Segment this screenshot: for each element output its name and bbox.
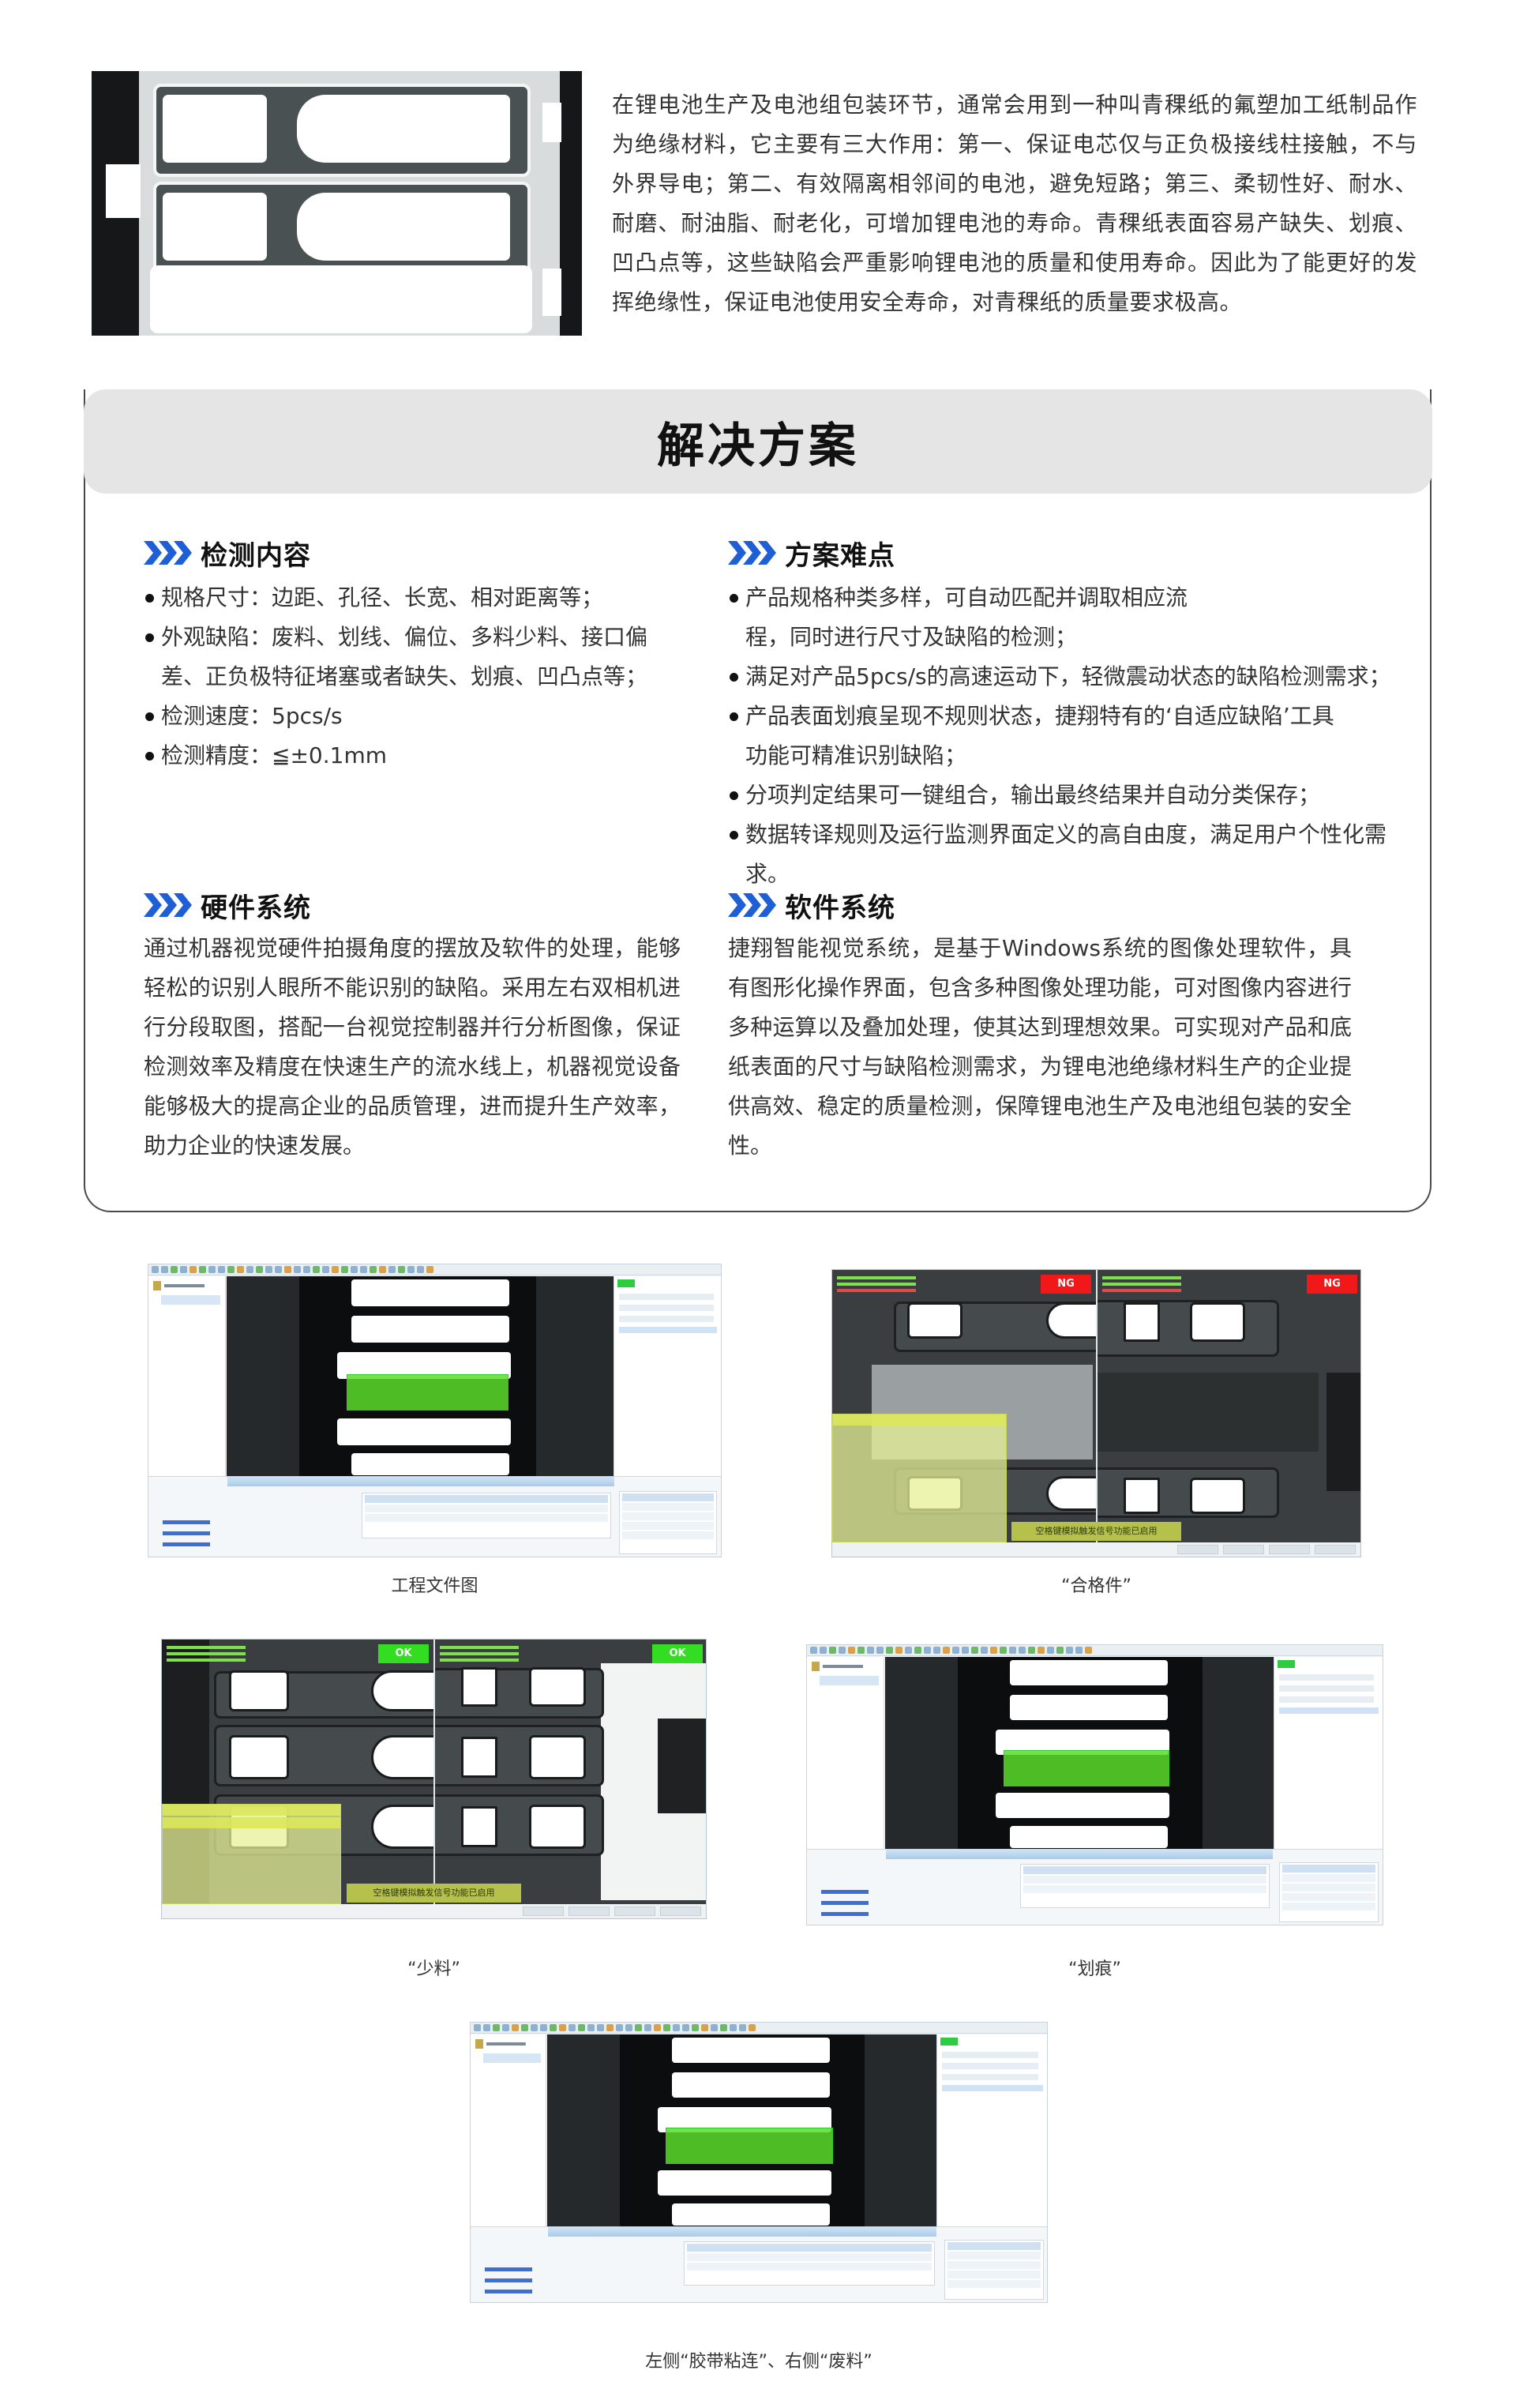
result-panel bbox=[1274, 1657, 1383, 1850]
list-item: 规格尺寸：边距、孔径、长宽、相对距离等； bbox=[144, 578, 696, 618]
solution-title: 解决方案 bbox=[657, 418, 859, 474]
detection-overlay bbox=[666, 2128, 833, 2164]
trigger-status-banner: 空格键模拟触发信号功能已启用 bbox=[347, 1884, 521, 1903]
trigger-status-banner: 空格键模拟触发信号功能已启用 bbox=[1011, 1522, 1181, 1541]
figure-caption: 工程文件图 bbox=[391, 1576, 478, 1596]
list-item: 检测速度：5pcs/s bbox=[144, 697, 696, 736]
figure-caption: “划痕” bbox=[1068, 1959, 1121, 1979]
camera-stats bbox=[837, 1273, 916, 1295]
figure-pass: NG NG 空格键模拟触发信号功能已启用 “合格件” bbox=[831, 1269, 1361, 1596]
section-title: 方案难点 bbox=[785, 539, 895, 572]
figure-project-file: 工程文件图 bbox=[148, 1264, 722, 1596]
toolbar-button[interactable] bbox=[1223, 1545, 1264, 1554]
runtime-screenshot: NG NG 空格键模拟触发信号功能已启用 bbox=[831, 1269, 1361, 1557]
log-panel bbox=[832, 1413, 1007, 1542]
list-item: 外观缺陷：废料、划线、偏位、多料少料、接口偏差、正负极特征堵塞或者缺失、划痕、凹… bbox=[144, 618, 681, 697]
section-heading: 软件系统 bbox=[728, 883, 1352, 927]
figure-tape-waste: 左侧“胶带粘连”、右侧“废料” bbox=[470, 2022, 1048, 2373]
camera-right-pane: OK bbox=[435, 1640, 706, 1904]
project-tree bbox=[148, 1276, 226, 1478]
parameter-panel bbox=[807, 1849, 1383, 1925]
photo-frame bbox=[153, 182, 531, 275]
toolbar-button[interactable] bbox=[1269, 1545, 1310, 1554]
section-title: 硬件系统 bbox=[201, 892, 311, 924]
camera-right-pane: NG bbox=[1098, 1270, 1360, 1542]
software-screenshot bbox=[806, 1644, 1383, 1925]
detection-overlay bbox=[347, 1374, 508, 1411]
list-item: 产品表面划痕呈现不规则状态，捷翔特有的‘自适应缺陷’工具功能可精准识别缺陷； bbox=[728, 697, 1344, 776]
section-detection: 检测内容 规格尺寸：边距、孔径、长宽、相对距离等； 外观缺陷：废料、划线、偏位、… bbox=[144, 531, 696, 776]
software-paragraph: 捷翔智能视觉系统，是基于Windows系统的图像处理软件，具有图形化操作界面，包… bbox=[728, 935, 1352, 1159]
photo-frame bbox=[153, 84, 531, 177]
toolbar-button[interactable] bbox=[660, 1906, 701, 1916]
project-tree bbox=[471, 2034, 546, 2228]
list-item: 满足对产品5pcs/s的高速运动下，轻微震动状态的缺陷检测需求； bbox=[728, 657, 1391, 697]
solution-card bbox=[84, 389, 1432, 1212]
parameter-panel bbox=[471, 2226, 1047, 2302]
figure-caption: “少料” bbox=[407, 1959, 460, 1979]
figure-caption: “合格件” bbox=[1061, 1576, 1131, 1596]
section-software: 软件系统 捷翔智能视觉系统，是基于Windows系统的图像处理软件，具有图形化操… bbox=[728, 883, 1352, 1166]
triple-chevron-icon bbox=[144, 893, 193, 917]
result-badge: NG bbox=[1307, 1275, 1357, 1294]
pane-divider bbox=[433, 1640, 435, 1904]
result-panel bbox=[936, 2034, 1047, 2228]
result-badge: OK bbox=[652, 1644, 703, 1663]
hardware-paragraph: 通过机器视觉硬件拍摄角度的摆放及软件的处理，能够轻松的识别人眼所不能识别的缺陷。… bbox=[144, 935, 681, 1159]
image-viewer bbox=[547, 2034, 937, 2228]
photo-tab bbox=[106, 164, 141, 218]
triple-chevron-icon bbox=[144, 541, 193, 565]
solution-header: 解决方案 bbox=[84, 389, 1432, 494]
list-item: 检测精度：≦±0.1mm bbox=[144, 736, 696, 776]
toolbar-icons bbox=[807, 1645, 1383, 1656]
parameter-panel bbox=[148, 1476, 721, 1557]
log-panel bbox=[162, 1803, 342, 1904]
project-tree bbox=[807, 1657, 884, 1850]
software-screenshot bbox=[470, 2022, 1048, 2303]
section-hardware: 硬件系统 通过机器视觉硬件拍摄角度的摆放及软件的处理，能够轻松的识别人眼所不能识… bbox=[144, 883, 681, 1166]
software-screenshot bbox=[148, 1264, 722, 1557]
toolbar-icons bbox=[471, 2023, 1047, 2034]
figure-caption: 左侧“胶带粘连”、右侧“废料” bbox=[645, 2352, 872, 2372]
result-badge: OK bbox=[378, 1644, 429, 1663]
runtime-screenshot: OK OK 空格键模拟触发信号功能已启用 bbox=[161, 1639, 707, 1919]
difficulties-list: 产品规格种类多样，可自动匹配并调取相应流程，同时进行尺寸及缺陷的检测； 满足对产… bbox=[728, 578, 1391, 894]
list-item: 产品规格种类多样，可自动匹配并调取相应流程，同时进行尺寸及缺陷的检测； bbox=[728, 578, 1218, 657]
figure-shortage: OK OK 空格键模拟触发信号功能已启用 “少料” bbox=[161, 1639, 707, 1979]
toolbar-button[interactable] bbox=[568, 1906, 610, 1916]
toolbar-button[interactable] bbox=[523, 1906, 564, 1916]
toolbar-button[interactable] bbox=[614, 1906, 655, 1916]
section-difficulties: 方案难点 产品规格种类多样，可自动匹配并调取相应流程，同时进行尺寸及缺陷的检测；… bbox=[728, 531, 1391, 894]
status-bar bbox=[832, 1542, 1360, 1557]
photo-tab bbox=[542, 103, 561, 142]
section-heading: 硬件系统 bbox=[144, 883, 681, 927]
status-bar bbox=[162, 1904, 706, 1918]
list-item: 分项判定结果可一键组合，输出最终结果并自动分类保存； bbox=[728, 776, 1391, 815]
section-heading: 检测内容 bbox=[144, 531, 696, 575]
camera-stats bbox=[167, 1643, 246, 1665]
result-panel bbox=[614, 1276, 721, 1478]
detection-list: 规格尺寸：边距、孔径、长宽、相对距离等； 外观缺陷：废料、划线、偏位、多料少料、… bbox=[144, 578, 696, 776]
pane-divider bbox=[1096, 1270, 1098, 1542]
detection-overlay bbox=[1004, 1750, 1169, 1786]
result-badge: NG bbox=[1041, 1275, 1091, 1294]
toolbar-button[interactable] bbox=[1315, 1545, 1356, 1554]
photo-tab bbox=[542, 269, 561, 316]
triple-chevron-icon bbox=[728, 541, 777, 565]
image-viewer bbox=[885, 1657, 1274, 1850]
section-title: 软件系统 bbox=[785, 892, 895, 924]
photo-frame bbox=[150, 265, 532, 333]
toolbar-button[interactable] bbox=[1177, 1545, 1218, 1554]
list-item: 数据转译规则及运行监测界面定义的高自由度，满足用户个性化需求。 bbox=[728, 815, 1391, 894]
figure-scratch: “划痕” bbox=[806, 1644, 1383, 1979]
camera-stats bbox=[440, 1643, 519, 1665]
image-viewer bbox=[227, 1276, 614, 1478]
insulation-paper-photo bbox=[92, 71, 582, 336]
camera-stats bbox=[1102, 1273, 1181, 1295]
section-heading: 方案难点 bbox=[728, 531, 1391, 575]
intro-paragraph: 在锂电池生产及电池组包装环节，通常会用到一种叫青稞纸的氟塑加工纸制品作为绝缘材料… bbox=[612, 92, 1417, 315]
toolbar-icons bbox=[148, 1264, 721, 1275]
section-title: 检测内容 bbox=[201, 539, 311, 572]
triple-chevron-icon bbox=[728, 893, 777, 917]
